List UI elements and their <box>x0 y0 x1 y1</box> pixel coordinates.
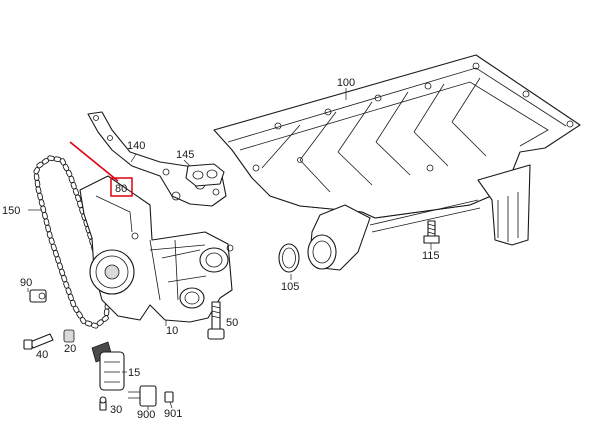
bolt-40 <box>23 333 54 350</box>
gasket-105 <box>278 243 300 273</box>
callout-901: 901 <box>164 408 182 420</box>
connector-900 <box>128 385 157 407</box>
leader-145 <box>183 159 191 167</box>
callout-900: 900 <box>137 409 155 421</box>
callout-10: 10 <box>166 325 178 337</box>
leader-901 <box>169 401 173 409</box>
chain-link <box>46 231 53 239</box>
callout-30: 30 <box>110 404 122 416</box>
bolt-90 <box>29 289 47 303</box>
pin-20 <box>63 329 75 343</box>
chain-link <box>43 218 50 226</box>
chain-link <box>38 199 45 207</box>
seal-901 <box>164 391 174 403</box>
chain-link <box>34 179 41 188</box>
callout-80: 80 <box>115 183 127 195</box>
chain-link <box>47 155 55 162</box>
callout-50: 50 <box>226 317 238 329</box>
oil-pan <box>213 54 581 271</box>
chain-link <box>33 167 40 175</box>
callout-20: 20 <box>64 343 76 355</box>
highlight-box <box>110 177 133 197</box>
callout-115: 115 <box>422 250 440 262</box>
chain-link <box>40 205 47 214</box>
valve-15 <box>91 341 125 391</box>
bolt-50 <box>207 301 225 340</box>
callout-150: 150 <box>2 205 20 217</box>
callout-105: 105 <box>281 281 299 293</box>
chain-link <box>45 224 52 233</box>
bolt-30 <box>99 396 107 411</box>
leader-140 <box>130 153 137 163</box>
callout-90: 90 <box>20 277 32 289</box>
chain-link <box>33 173 40 181</box>
callout-100: 100 <box>337 77 355 89</box>
callout-15: 15 <box>128 367 140 379</box>
chain-link <box>37 192 44 201</box>
chain-link <box>41 211 48 220</box>
callout-140: 140 <box>127 140 145 152</box>
chain-link <box>103 308 110 316</box>
callout-145: 145 <box>176 149 194 161</box>
highlight-arrow <box>69 141 119 182</box>
bolt-115 <box>423 220 440 244</box>
chain-link <box>35 186 42 194</box>
callout-40: 40 <box>36 349 48 361</box>
gasket-145 <box>185 163 225 187</box>
oil-pump <box>79 175 234 323</box>
